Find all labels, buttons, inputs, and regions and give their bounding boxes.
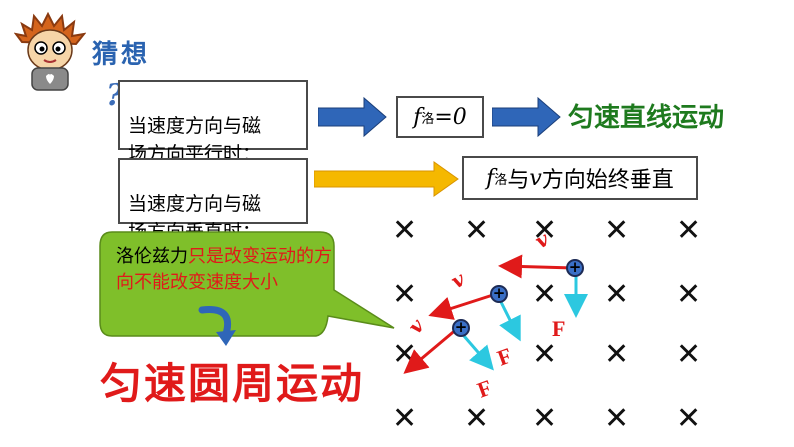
thinking-girl-icon (14, 12, 86, 91)
field-x-mark: ✕ (676, 337, 702, 372)
bubble-emphasis-text: 只是改变运动的方向不能改变速度大小 (116, 246, 332, 293)
velocity-vector (498, 254, 575, 279)
v-symbol: v (529, 165, 542, 191)
field-x-mark: ✕ (532, 401, 558, 436)
arrow-right-yellow (314, 161, 459, 197)
field-x-mark: ✕ (464, 401, 490, 436)
section-title: 猜想 (92, 40, 151, 70)
f-symbol-2: f (486, 165, 495, 191)
field-x-mark: ✕ (464, 213, 490, 248)
equals-zero: =0 (434, 104, 467, 130)
f-subscript-2: 洛 (494, 172, 508, 188)
condition-parallel-box: 当速度方向与磁 场方向平行时： (118, 80, 308, 165)
curved-arrow-icon (198, 306, 236, 346)
condition-perpendicular-box: 当速度方向与磁 场方向垂直时： (118, 158, 308, 243)
arrow-right-blue-2 (492, 96, 561, 138)
positive-charge-icon: + (452, 319, 470, 337)
positive-charge-icon: + (566, 259, 584, 277)
field-x-mark: ✕ (604, 401, 630, 436)
arrow-right-blue-1 (318, 96, 387, 138)
field-x-mark: ✕ (532, 213, 558, 248)
field-x-mark: ✕ (392, 277, 418, 312)
field-x-mark: ✕ (604, 337, 630, 372)
f-subscript: 洛 (421, 111, 435, 127)
positive-charge-icon: + (490, 285, 508, 303)
vector-diagram (403, 254, 588, 374)
f-symbol: f (413, 104, 422, 130)
field-x-mark: ✕ (392, 213, 418, 248)
bubble-text: 洛伦兹力只是改变运动的方向不能改变速度大小 (116, 244, 332, 296)
speech-bubble (99, 231, 395, 337)
velocity-vector (403, 326, 459, 374)
outcome-linear-motion: 匀速直线运动 (568, 103, 725, 133)
field-x-mark: ✕ (604, 277, 630, 312)
field-x-mark: ✕ (676, 277, 702, 312)
force-vector (462, 335, 494, 371)
velocity-vector (428, 292, 497, 320)
field-x-mark: ✕ (676, 401, 702, 436)
force-vector (498, 299, 521, 342)
field-x-mark: ✕ (604, 213, 630, 248)
field-x-mark: ✕ (532, 277, 558, 312)
force-label: F (552, 316, 566, 341)
field-x-mark: ✕ (676, 213, 702, 248)
always-perpendicular-text: 方向始终垂直 (541, 168, 674, 193)
field-x-mark: ✕ (532, 337, 558, 372)
lorentz-force-text: 洛伦兹力 (116, 246, 188, 267)
field-x-mark: ✕ (392, 401, 418, 436)
with-text: 与 (507, 168, 530, 193)
outcome-circular-motion: 匀速圆周运动 (100, 359, 365, 408)
